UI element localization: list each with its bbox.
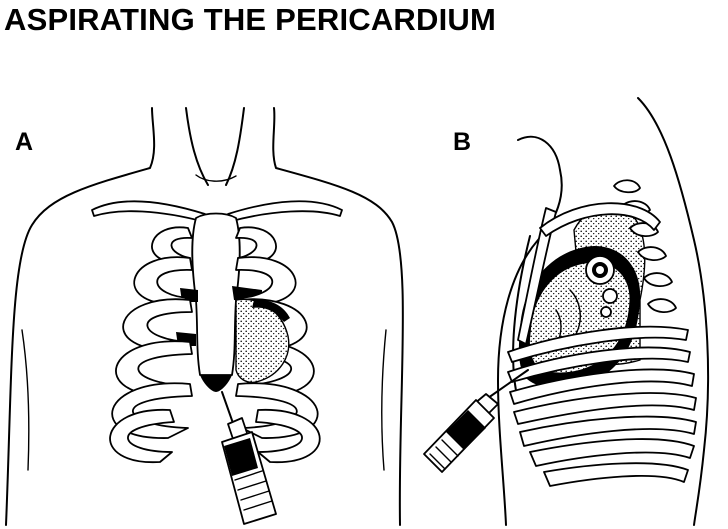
torso-outline (5, 107, 156, 526)
left-clavicle (91, 200, 206, 223)
neck (185, 107, 209, 186)
frontal-thorax-figure (5, 107, 404, 526)
sternum-lateral (517, 207, 557, 345)
syringe-a (221, 391, 277, 525)
needle-b (487, 369, 529, 399)
panel-label-a: A (15, 128, 34, 156)
lateral-thorax-figure (423, 97, 710, 526)
syringe-b (423, 369, 529, 473)
page-title: ASPIRATING THE PERICARDIUM (4, 2, 497, 37)
xiphoid (200, 375, 232, 392)
panel-label-b: B (453, 128, 472, 156)
right-clavicle (227, 200, 343, 223)
needle-a (221, 391, 235, 427)
sternum (191, 212, 241, 376)
left-rib-cage (109, 226, 193, 463)
lateral-ribs (507, 202, 697, 487)
body-outline-back (637, 97, 710, 526)
body-outline-front (497, 135, 563, 526)
